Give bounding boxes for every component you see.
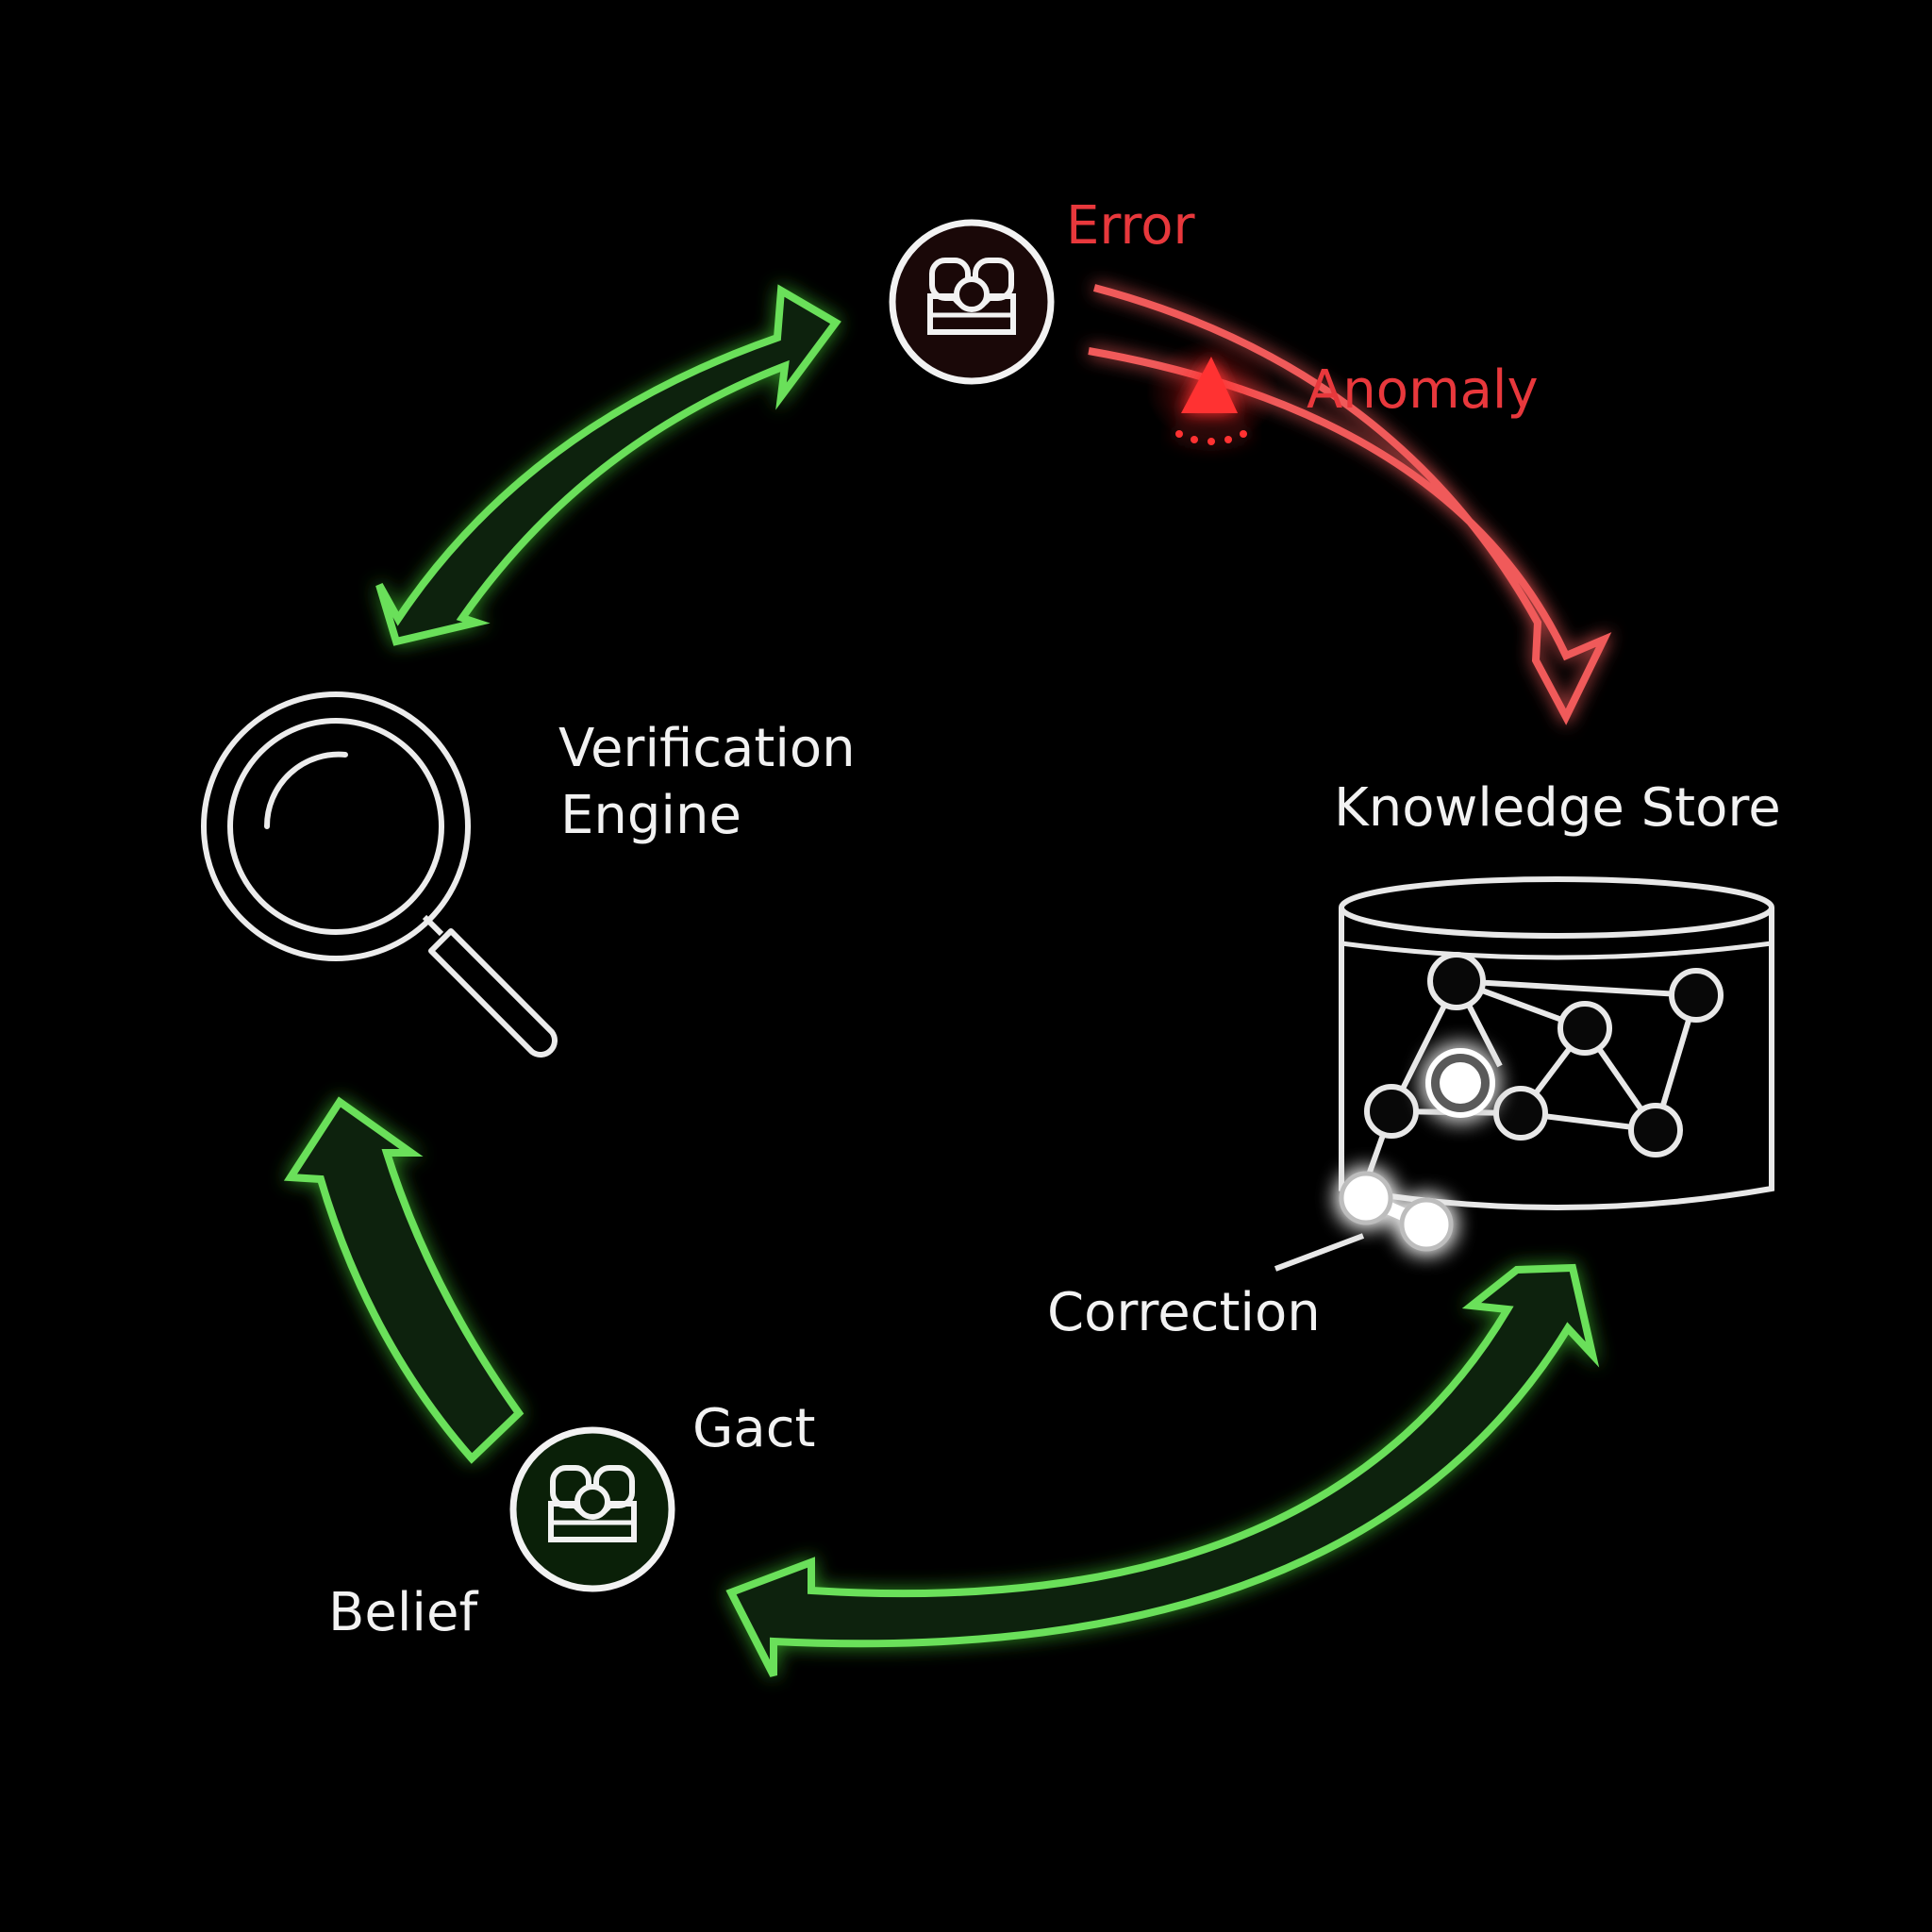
arrow-error-to-knowledge-store — [1088, 284, 1612, 725]
label-error: Error — [1066, 195, 1195, 257]
graph-node — [1427, 952, 1486, 1010]
graph-node — [1669, 968, 1724, 1023]
label-gact: Gact — [692, 1398, 815, 1459]
arrow-belief-to-verification — [283, 1096, 525, 1464]
graph-node — [1628, 1103, 1683, 1158]
highlighted-graph-node — [1425, 1048, 1495, 1118]
database-graph-icon — [1274, 876, 1774, 1272]
belief-node-icon — [509, 1426, 675, 1592]
error-node-icon — [889, 219, 1055, 385]
label-anomaly: Anomaly — [1307, 359, 1539, 421]
warning-triangle-icon — [1175, 357, 1247, 445]
graph-node — [1557, 1001, 1612, 1056]
correction-link-nodes — [1339, 1171, 1454, 1252]
label-correction: Correction — [1047, 1282, 1321, 1343]
double-arrow-verification-error — [375, 284, 841, 646]
label-verification-line2: Engine — [560, 785, 741, 846]
graph-node — [1364, 1084, 1419, 1139]
graph-node — [1493, 1086, 1548, 1141]
label-verification-line1: Verification — [558, 718, 856, 779]
label-knowledge-store: Knowledge Store — [1334, 777, 1781, 839]
label-belief: Belief — [328, 1582, 478, 1643]
magnifier-icon — [201, 691, 558, 1058]
double-arrow-correction-belief — [725, 1263, 1600, 1677]
